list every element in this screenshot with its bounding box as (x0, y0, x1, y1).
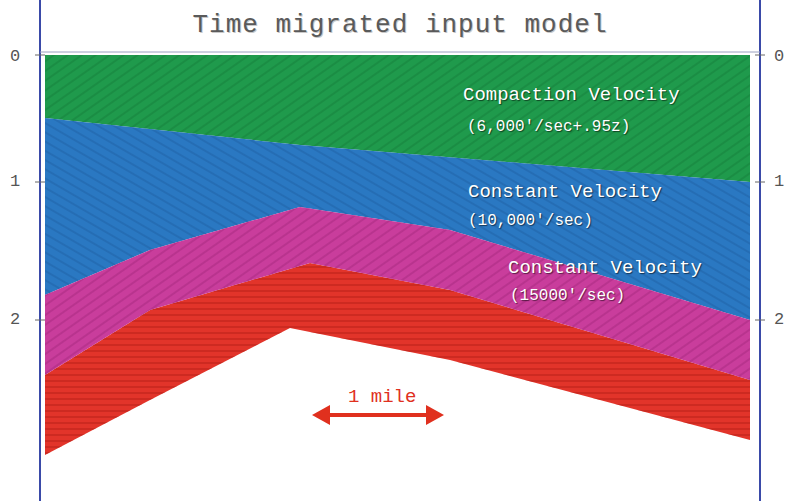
time-axis-tick: 0 (774, 47, 784, 66)
layer-name: Constant Velocity (508, 257, 702, 279)
velocity-value: (10,000'/sec) (468, 212, 593, 230)
layer-name: Compaction Velocity (463, 84, 680, 106)
velocity-value: (15000'/sec) (510, 287, 625, 305)
layer-name: Constant Velocity (468, 181, 662, 203)
time-axis-tick: 2 (10, 310, 20, 329)
diagram-title: Time migrated input model (0, 10, 800, 40)
velocity-value: (6,000'/sec+.95z) (467, 118, 630, 136)
scale-label: 1 mile (348, 386, 416, 408)
time-axis-tick: 2 (774, 310, 784, 329)
time-axis-tick: 1 (774, 172, 784, 191)
time-axis-tick: 0 (10, 47, 20, 66)
time-axis-tick: 1 (10, 172, 20, 191)
